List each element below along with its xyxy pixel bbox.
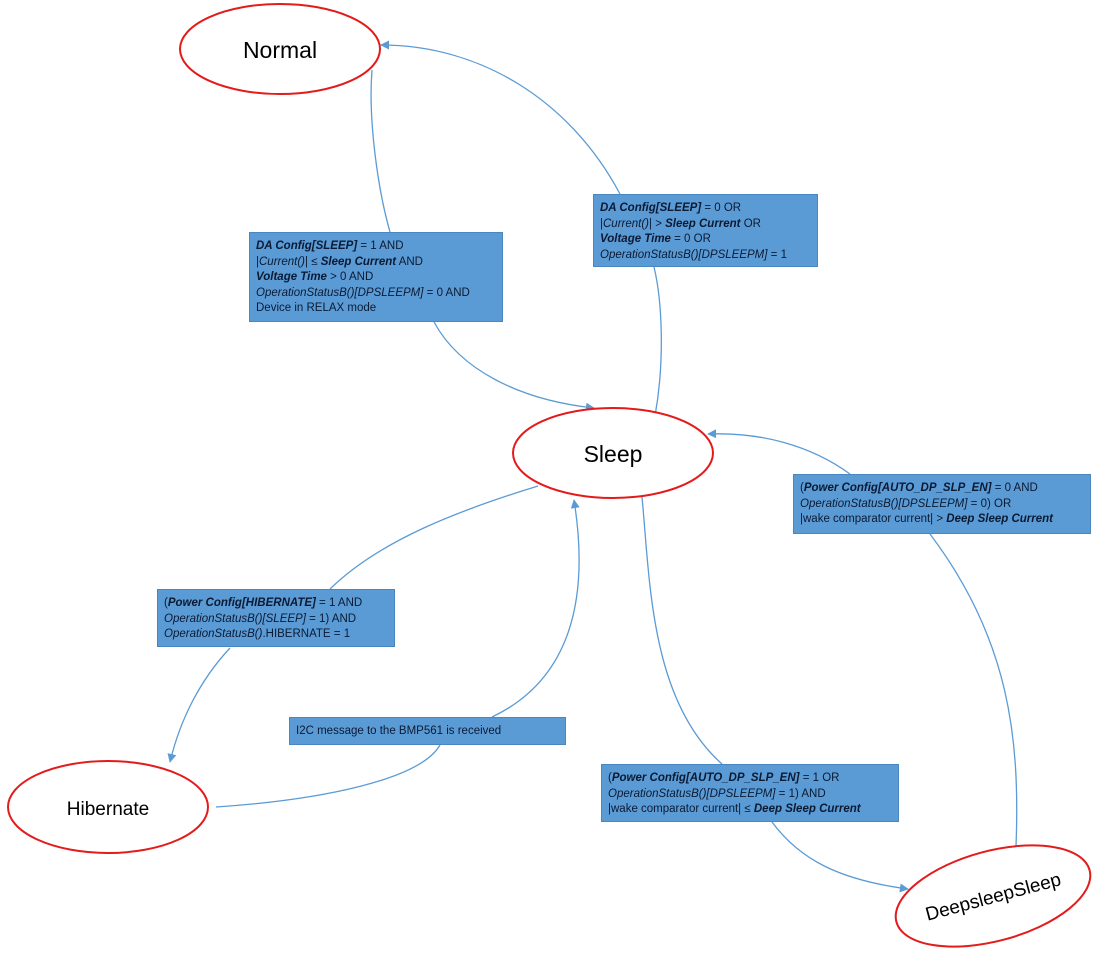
- edge-hibernate-to-sleep-right: [491, 499, 580, 718]
- edge-sleep-to-normal-lower: [653, 266, 662, 417]
- condition-line: OperationStatusB()[DPSLEEPM] = 0) OR: [800, 497, 1012, 510]
- condition-line: DA Config[SLEEP] = 0 OR: [600, 202, 742, 214]
- state-normal: [179, 3, 381, 95]
- condition-line: |Current()| ≤ Sleep Current AND: [256, 255, 423, 268]
- state-deepsleep: [894, 844, 1092, 948]
- condition-line: OperationStatusB()[DPSLEEPM] = 0 AND: [256, 286, 470, 299]
- condition-line: DA Config[SLEEP] = 1 AND: [256, 240, 404, 252]
- state-sleep-label: Sleep: [584, 441, 643, 467]
- edge-sleep-to-hibernate-lower: [167, 647, 231, 763]
- edge-sleep-to-deepsleep-lower: [771, 821, 909, 893]
- condition-line: OperationStatusB()[SLEEP] = 1) AND: [164, 612, 357, 625]
- condition-line: (Power Config[HIBERNATE] = 1 AND: [164, 597, 363, 609]
- condition-sleep-to-deepsleep: (Power Config[AUTO_DP_SLP_EN] = 1 OR Ope…: [601, 764, 899, 822]
- condition-line: OperationStatusB().HIBERNATE = 1: [164, 628, 351, 640]
- condition-line: Voltage Time = 0 OR: [600, 233, 711, 245]
- condition-sleep-to-normal: DA Config[SLEEP] = 0 OR |Current()| > Sl…: [593, 194, 818, 267]
- condition-line: Voltage Time > 0 AND: [256, 271, 374, 283]
- condition-normal-to-sleep: DA Config[SLEEP] = 1 AND |Current()| ≤ S…: [249, 232, 503, 322]
- condition-deepsleep-to-sleep: (Power Config[AUTO_DP_SLP_EN] = 0 AND Op…: [793, 474, 1091, 534]
- state-sleep: [512, 407, 714, 499]
- edge-sleep-to-normal-upper: [380, 40, 621, 195]
- condition-line: OperationStatusB()[DPSLEEPM] = 1: [600, 248, 787, 261]
- edge-sleep-to-deepsleep-upper: [641, 496, 723, 765]
- condition-sleep-to-hibernate: (Power Config[HIBERNATE] = 1 AND Operati…: [157, 589, 395, 647]
- condition-line: OperationStatusB()[DPSLEEPM] = 1) AND: [608, 787, 826, 800]
- edge-deepsleep-to-sleep-lower: [929, 533, 1018, 847]
- state-hibernate: [7, 760, 209, 854]
- edge-normal-to-sleep-lower: [433, 321, 595, 412]
- condition-line: |Current()| > Sleep Current OR: [600, 217, 761, 230]
- condition-line: (Power Config[AUTO_DP_SLP_EN] = 0 AND: [800, 482, 1038, 494]
- condition-line: (Power Config[AUTO_DP_SLP_EN] = 1 OR: [608, 772, 840, 784]
- condition-line: |wake comparator current| ≤ Deep Sleep C…: [608, 803, 861, 815]
- state-hibernate-label: Hibernate: [67, 799, 149, 820]
- condition-hibernate-to-sleep: I2C message to the BMP561 is received: [289, 717, 566, 745]
- condition-line: |wake comparator current| > Deep Sleep C…: [800, 513, 1054, 525]
- state-normal-label: Normal: [243, 37, 317, 63]
- edge-hibernate-to-sleep-left: [215, 744, 441, 808]
- edge-normal-to-sleep-upper: [370, 69, 391, 233]
- condition-line: I2C message to the BMP561 is received: [296, 725, 502, 737]
- edge-sleep-to-hibernate-upper: [329, 485, 539, 590]
- condition-line: Device in RELAX mode: [256, 302, 377, 314]
- edge-deepsleep-to-sleep-upper: [707, 429, 851, 475]
